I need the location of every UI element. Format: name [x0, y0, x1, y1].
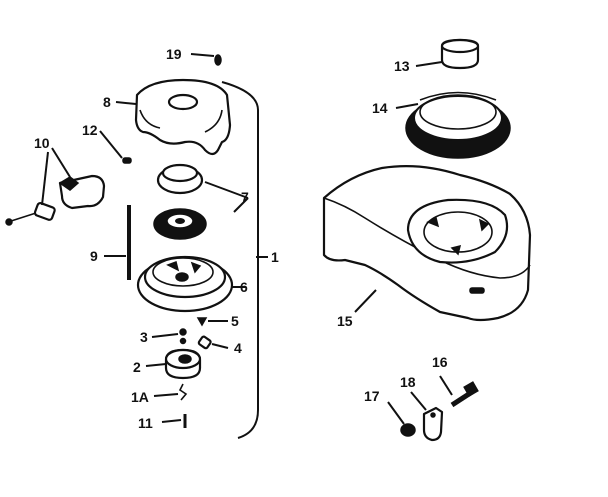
- part-14-starter-cup: [405, 91, 511, 159]
- leader-lines: [41, 53, 453, 425]
- label-14: 14: [372, 100, 388, 116]
- label-13: 13: [394, 58, 410, 74]
- label-5: 5: [231, 313, 239, 329]
- label-16: 16: [432, 354, 448, 370]
- label-8: 8: [103, 94, 111, 110]
- part-3-clip: [179, 328, 187, 345]
- part-12-pin: [122, 157, 132, 164]
- part-8-starter-housing: [134, 78, 232, 156]
- label-1: 1: [271, 249, 279, 265]
- part-15-shroud: [322, 165, 532, 322]
- part-1a-spring: [178, 383, 188, 401]
- label-6: 6: [240, 279, 248, 295]
- label-4: 4: [234, 340, 242, 356]
- part-6-pulley: [136, 255, 234, 313]
- label-17: 17: [364, 388, 380, 404]
- label-3: 3: [140, 329, 148, 345]
- part-10-handle: [5, 174, 106, 226]
- label-18: 18: [400, 374, 416, 390]
- part-18-bracket: [422, 406, 444, 442]
- part-16-bolt: [450, 381, 479, 408]
- part-17-nut: [400, 423, 416, 437]
- part-13-cap: [440, 38, 480, 70]
- label-2: 2: [133, 359, 141, 375]
- label-1a: 1A: [131, 389, 149, 405]
- part-5-pawl: [196, 317, 208, 327]
- part-2-hub: [164, 348, 202, 380]
- label-19: 19: [166, 46, 182, 62]
- label-12: 12: [82, 122, 98, 138]
- part-4-block: [197, 335, 212, 350]
- label-10: 10: [34, 135, 50, 151]
- part-7-spring-set: [153, 163, 207, 240]
- label-15: 15: [337, 313, 353, 329]
- label-7: 7: [241, 189, 249, 205]
- part-19-screw: [214, 54, 222, 66]
- label-11: 11: [138, 415, 153, 431]
- assembly-bracket: [221, 81, 259, 439]
- label-9: 9: [90, 248, 98, 264]
